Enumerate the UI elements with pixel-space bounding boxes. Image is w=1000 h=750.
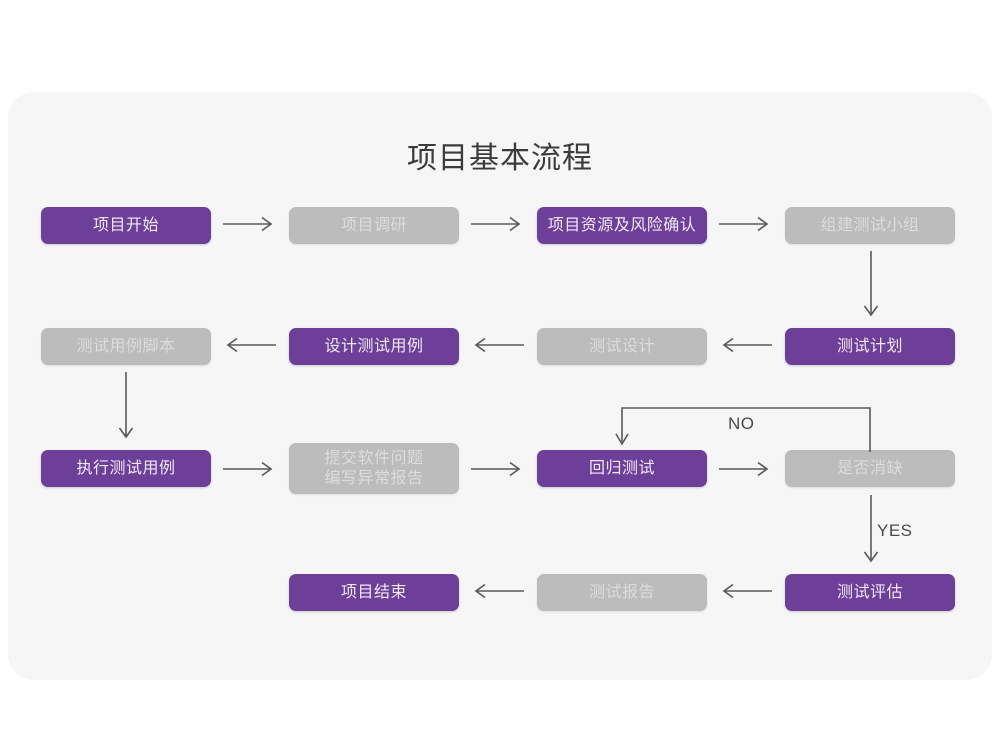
node-submit-issue-report[interactable]: 提交软件问题 编写异常报告	[289, 443, 459, 494]
arrow-design-to-case-design	[470, 332, 526, 358]
node-test-design[interactable]: 测试设计	[537, 328, 707, 365]
edge-label-yes: YES	[877, 521, 913, 540]
arrow-plan-to-design	[718, 332, 774, 358]
node-test-report[interactable]: 测试报告	[537, 574, 707, 611]
node-defect-cleared[interactable]: 是否消缺	[785, 450, 955, 487]
node-resource-risk-confirm[interactable]: 项目资源及风险确认	[537, 207, 707, 244]
arrow-yes-defect-to-evaluation	[858, 494, 884, 570]
node-project-end[interactable]: 项目结束	[289, 574, 459, 611]
node-test-evaluation[interactable]: 测试评估	[785, 574, 955, 611]
edge-label-no: NO	[728, 414, 755, 433]
node-test-case-script[interactable]: 测试用例脚本	[41, 328, 211, 365]
arrow-submit-to-regression	[470, 456, 526, 482]
page-title: 项目基本流程	[407, 142, 593, 175]
arrow-team-to-plan	[858, 250, 884, 322]
node-execute-test-case[interactable]: 执行测试用例	[41, 450, 211, 487]
node-regression-test[interactable]: 回归测试	[537, 450, 707, 487]
node-design-test-case[interactable]: 设计测试用例	[289, 328, 459, 365]
arrow-research-to-resource	[470, 211, 526, 237]
arrow-case-design-to-script	[222, 332, 278, 358]
arrow-start-to-research	[222, 211, 278, 237]
arrow-evaluation-to-report	[718, 578, 774, 604]
arrow-regression-to-defect	[718, 456, 774, 482]
arrow-script-to-execute	[113, 371, 139, 445]
arrow-report-to-project-end	[470, 578, 526, 604]
node-project-start[interactable]: 项目开始	[41, 207, 211, 244]
node-build-test-team[interactable]: 组建测试小组	[785, 207, 955, 244]
arrow-resource-to-team	[718, 211, 774, 237]
arrow-no-loop-defect-to-regression	[615, 404, 880, 456]
arrow-execute-to-submit	[222, 456, 278, 482]
node-project-research[interactable]: 项目调研	[289, 207, 459, 244]
node-test-plan[interactable]: 测试计划	[785, 328, 955, 365]
